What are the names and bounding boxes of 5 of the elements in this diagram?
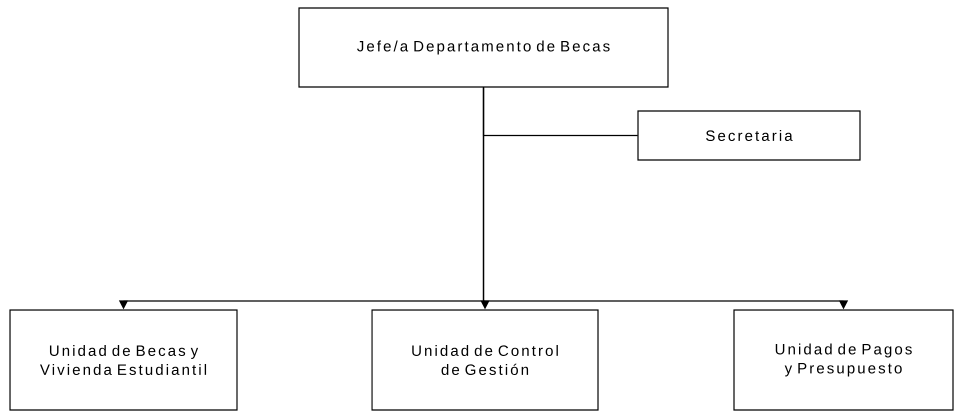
- org-box: Unidad de Becas y Vivienda Estudiantil: [9, 309, 238, 411]
- org-box: Secretaria: [637, 110, 861, 161]
- org-box: Unidad de Control de Gestión: [371, 309, 599, 411]
- org-box: Jefe/a Departamento de Becas: [298, 7, 669, 88]
- org-box: Unidad de Pagos y Presupuesto: [733, 309, 954, 411]
